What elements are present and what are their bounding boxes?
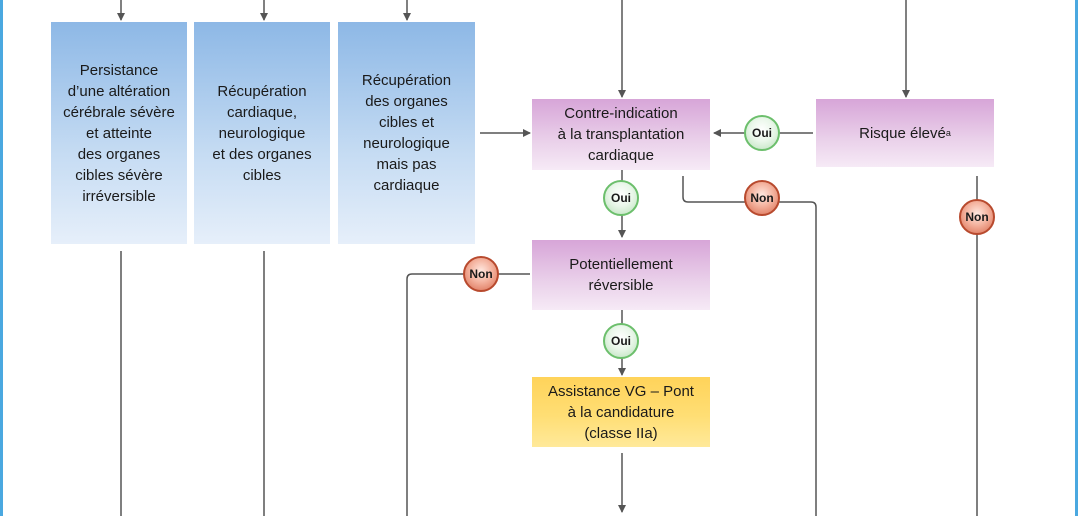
box-partial-recovery: Récupération des organes cibles et neuro… xyxy=(338,22,475,244)
high-risk-footnote-mark: a xyxy=(945,127,951,138)
badge-oui-contraindication: Oui xyxy=(603,180,639,216)
high-risk-label: Risque élevé xyxy=(859,124,946,142)
badge-oui-high-risk: Oui xyxy=(744,115,780,151)
box-contraindication: Contre-indication à la transplantation c… xyxy=(532,99,710,170)
line-reversible-non xyxy=(406,273,530,516)
badge-non-contraindication: Non xyxy=(744,180,780,216)
box-potentially-reversible: Potentiellement réversible xyxy=(532,240,710,310)
box-full-recovery: Récupération cardiaque, neurologique et … xyxy=(194,22,330,244)
line-contraindication-non xyxy=(682,176,817,516)
badge-non-reversible: Non xyxy=(463,256,499,292)
box-severe-alteration: Persistance d’une altération cérébrale s… xyxy=(51,22,187,244)
badge-oui-reversible: Oui xyxy=(603,323,639,359)
badge-non-high-risk: Non xyxy=(959,199,995,235)
box-lvad-bridge: Assistance VG – Pont à la candidature (c… xyxy=(532,377,710,447)
